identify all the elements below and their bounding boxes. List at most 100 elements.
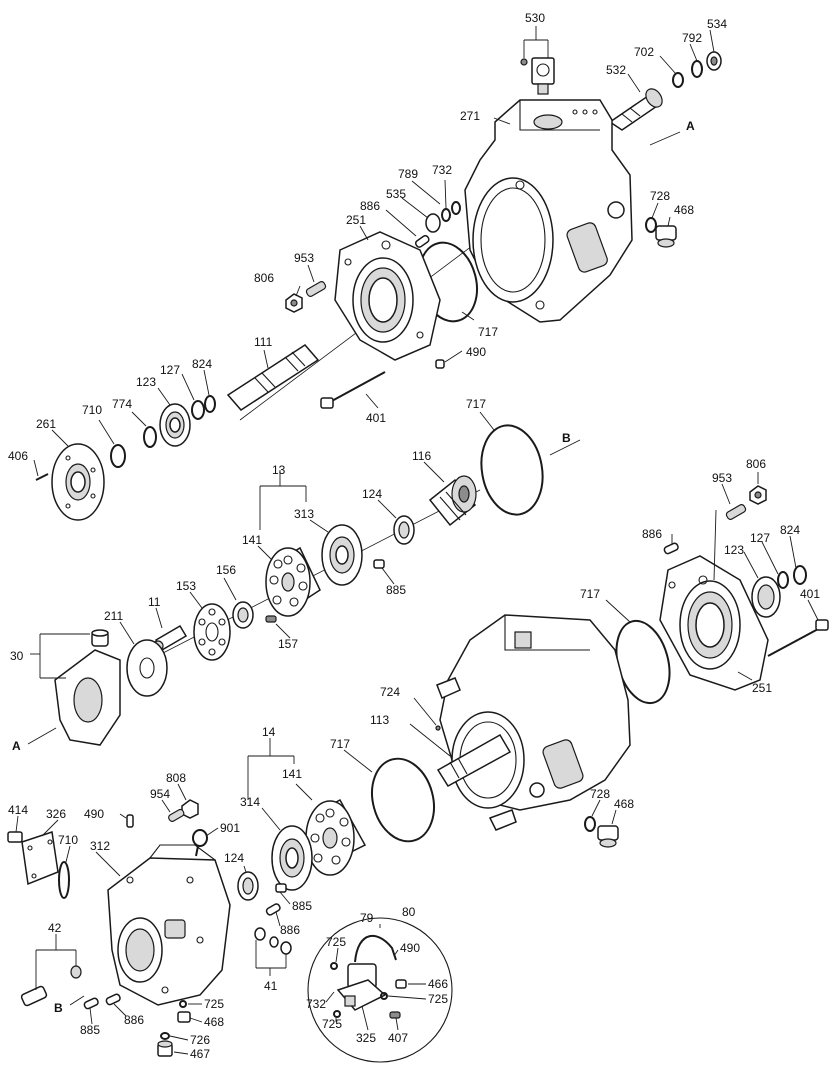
part-792: [691, 60, 703, 78]
part-251a-flange: [334, 231, 441, 361]
part-885a: [373, 559, 385, 569]
part-466: [395, 979, 407, 989]
part-806b: [749, 485, 767, 505]
label-886d: 886: [124, 1013, 144, 1027]
part-30-swashplate: [54, 629, 121, 746]
label-14: 14: [262, 725, 276, 739]
part-113-shaft: [436, 733, 512, 787]
part-725d: [333, 1010, 341, 1018]
part-885c: [83, 997, 99, 1010]
part-724: [435, 725, 441, 731]
label-806a: 806: [254, 271, 274, 285]
part-808: [181, 799, 199, 819]
label-153: 153: [176, 579, 196, 593]
part-326-cover: [21, 831, 59, 886]
part-774: [143, 426, 157, 448]
callout-labels: 530 534 792 702 532 271 A 789 732 535 88…: [8, 11, 820, 1061]
label-702: 702: [634, 45, 654, 59]
part-468a: [655, 225, 677, 248]
part-728a: [645, 217, 657, 233]
part-141b-cylinder: [305, 798, 367, 876]
part-123a-bearing: [159, 403, 191, 447]
part-111-shaft: [226, 344, 320, 411]
label-41: 41: [264, 979, 278, 993]
leader-lines: [15, 26, 819, 1055]
part-534: [706, 51, 722, 71]
part-157: [265, 615, 277, 623]
label-710a: 710: [82, 403, 102, 417]
label-490c: 490: [400, 941, 420, 955]
part-211: [126, 639, 168, 697]
part-725a: [179, 1000, 187, 1008]
label-111: 111: [254, 335, 273, 349]
label-710b: 710: [58, 833, 78, 847]
label-824b: 824: [780, 523, 800, 537]
part-490a: [435, 359, 445, 369]
label-401b: 401: [800, 587, 820, 601]
part-824b: [793, 565, 807, 585]
label-530: 530: [525, 11, 545, 25]
label-725a: 725: [204, 997, 224, 1011]
part-532: [608, 88, 663, 131]
part-789: [441, 208, 451, 222]
label-725d: 725: [322, 1017, 342, 1031]
label-726: 726: [190, 1033, 210, 1047]
label-901: 901: [220, 821, 240, 835]
label-326: 326: [46, 807, 66, 821]
label-157: 157: [278, 637, 298, 651]
label-953a: 953: [294, 251, 314, 265]
label-156: 156: [216, 563, 236, 577]
label-886c: 886: [280, 923, 300, 937]
part-325-solenoid: [336, 963, 387, 1011]
label-42: 42: [48, 921, 62, 935]
part-414-bolt: [7, 831, 23, 843]
label-717c: 717: [580, 587, 600, 601]
part-41-parts: [254, 927, 292, 955]
part-406: [35, 473, 49, 481]
label-406: 406: [8, 449, 28, 463]
label-b-bottom: B: [54, 1001, 63, 1015]
part-407: [389, 1011, 401, 1019]
label-490a: 490: [466, 345, 486, 359]
part-702: [672, 72, 684, 88]
part-42-plugs: [20, 965, 82, 1007]
part-401a-bolt: [320, 371, 386, 409]
label-468c: 468: [204, 1015, 224, 1029]
part-885b: [275, 883, 287, 893]
part-153-plate: [193, 603, 231, 661]
label-124b: 124: [224, 851, 244, 865]
label-261: 261: [36, 417, 56, 431]
part-717d: [371, 757, 435, 843]
label-141a: 141: [242, 533, 262, 547]
label-724: 724: [380, 685, 400, 699]
label-808: 808: [166, 771, 186, 785]
part-886b: [663, 542, 679, 555]
part-123b-bearing: [751, 576, 781, 618]
label-271: 271: [460, 109, 480, 123]
label-401a: 401: [366, 411, 386, 425]
label-211: 211: [104, 609, 123, 623]
label-79: 79: [360, 911, 374, 925]
label-b-mid: B: [562, 431, 571, 445]
axis-a-line: [649, 131, 681, 146]
label-414: 414: [8, 803, 28, 817]
part-124a: [393, 515, 415, 545]
label-a-top: A: [686, 119, 695, 133]
part-953b: [725, 504, 747, 520]
part-467: [157, 1040, 173, 1057]
label-728a: 728: [650, 189, 670, 203]
label-467: 467: [190, 1047, 210, 1061]
label-127b: 127: [750, 531, 770, 545]
label-824a: 824: [192, 357, 212, 371]
part-490b: [126, 814, 134, 828]
label-535: 535: [386, 187, 406, 201]
label-11: 11: [148, 595, 161, 609]
label-725c: 725: [428, 992, 448, 1006]
label-732b: 732: [306, 997, 326, 1011]
label-953b: 953: [712, 471, 732, 485]
label-732a: 732: [432, 163, 452, 177]
detail-circle-80: [307, 917, 453, 1063]
part-710a: [110, 444, 126, 468]
part-725b: [330, 962, 338, 970]
